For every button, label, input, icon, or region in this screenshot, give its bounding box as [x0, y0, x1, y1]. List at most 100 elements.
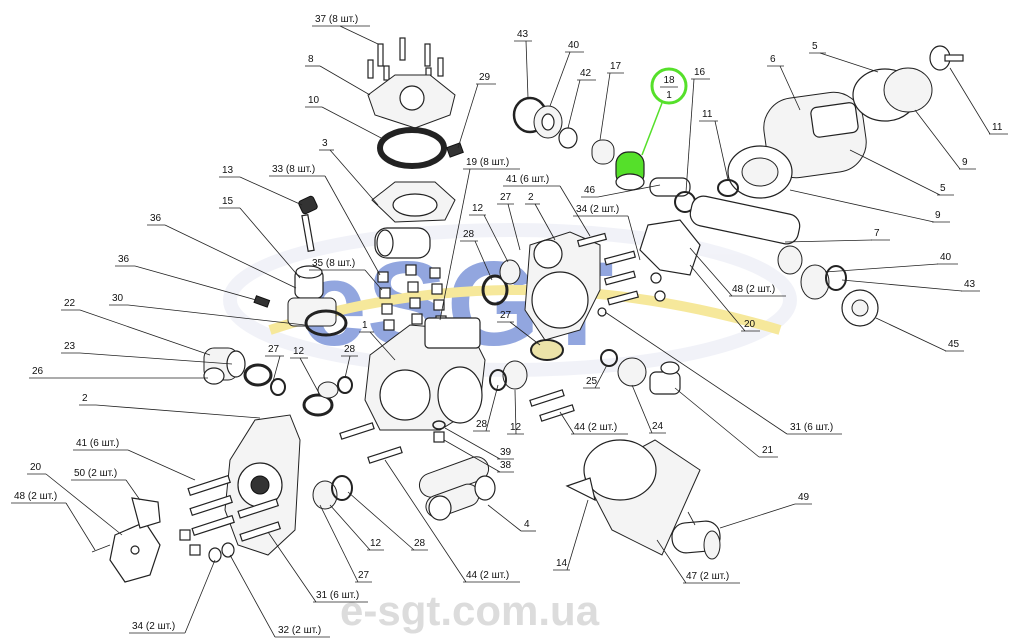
callout-37: 37 (8 шт.): [312, 14, 379, 45]
callout-24-label: 24: [652, 421, 664, 432]
callout-36a: 36: [147, 213, 297, 289]
part-nuts-31-right: [597, 272, 666, 317]
callout-42: 42: [567, 68, 596, 129]
callout-17-label: 17: [610, 61, 622, 72]
callout-27b: 27: [319, 504, 372, 583]
callout-28d-label: 28: [463, 229, 475, 240]
callout-48a-label: 48 (2 шт.): [14, 491, 57, 502]
callout-36b-label: 36: [118, 254, 130, 265]
callout-41b: 41 (6 шт.): [503, 174, 591, 237]
callout-13: 13: [219, 165, 303, 206]
callout-1-label: 1: [362, 320, 368, 331]
callout-19: 19 (8 шт.): [439, 157, 520, 321]
callout-23-label: 23: [64, 341, 76, 352]
callout-28a: 28: [341, 344, 358, 379]
part-17: [591, 139, 615, 165]
part-bearing-40-right: [800, 264, 847, 300]
callout-12b-label: 12: [370, 538, 382, 549]
callout-14-label: 14: [556, 558, 568, 569]
part-plate-20-left: [91, 497, 161, 583]
part-42: [558, 127, 578, 149]
callout-5a-label: 5: [812, 41, 818, 52]
callout-48b: 48 (2 шт.): [689, 247, 786, 297]
callout-30: 30: [109, 293, 306, 326]
callout-22-label: 22: [64, 298, 76, 309]
callout-17: 17: [599, 61, 624, 141]
callout-30-label: 30: [112, 293, 124, 304]
callout-34b: 34 (2 шт.): [573, 204, 641, 261]
callout-34b-label: 34 (2 шт.): [576, 204, 619, 215]
callout-16: 16: [685, 67, 710, 193]
part-cap-45: [841, 289, 879, 327]
part-studs-44-left: [339, 422, 403, 464]
callout-46: 46: [581, 184, 661, 198]
callout-27a-label: 27: [268, 344, 280, 355]
part-housing-6: [763, 91, 867, 179]
part-seals-right: [481, 259, 528, 391]
part-head-3: [371, 181, 456, 259]
callout-7-label: 7: [874, 228, 880, 239]
callout-27c: 27: [497, 310, 541, 346]
callout-44b: 44 (2 шт.): [559, 411, 628, 435]
callout-49-label: 49: [798, 492, 810, 503]
callout-38-label: 38: [500, 460, 512, 471]
part-washers-31-34-32: [179, 529, 235, 563]
callout-19-label: 19 (8 шт.): [466, 157, 509, 168]
callout-40a-label: 40: [568, 40, 580, 51]
part-bearing-40: [533, 105, 563, 139]
callout-12a-label: 12: [293, 346, 305, 357]
callout-5b-label: 5: [940, 183, 946, 194]
callout-12d-label: 12: [472, 203, 484, 214]
callout-28c-label: 28: [476, 419, 488, 430]
callout-2b-label: 2: [528, 192, 534, 203]
part-studs-44-right: [529, 389, 575, 422]
part-washer-11-right: [929, 45, 964, 71]
callout-24: 24: [631, 384, 666, 434]
callout-35: 35 (8 шт.): [309, 258, 383, 291]
callout-41a-label: 41 (6 шт.): [76, 438, 119, 449]
callout-23: 23: [61, 341, 233, 365]
callout-8: 8: [305, 54, 371, 96]
callout-40b: 40: [824, 252, 958, 273]
callout-20a: 20: [27, 462, 123, 536]
callout-26-label: 26: [32, 366, 44, 377]
callout-47-label: 47 (2 шт.): [686, 571, 729, 582]
callout-10: 10: [305, 95, 386, 141]
callout-5b: 5: [849, 149, 954, 196]
callout-11a: 11: [699, 109, 729, 181]
callout-31b: 31 (6 шт.): [604, 311, 842, 435]
callout-48a: 48 (2 шт.): [11, 491, 96, 551]
part-shaft-7: [689, 195, 803, 275]
callout-9a-label: 9: [962, 157, 968, 168]
callout-32: 32 (2 шт.): [229, 554, 330, 638]
part-funnel-14: [565, 439, 701, 556]
callout-41b-label: 41 (6 шт.): [506, 174, 549, 185]
callout-40a: 40: [549, 40, 584, 107]
part-seals-left: [302, 376, 353, 417]
callout-6: 6: [767, 54, 801, 111]
callout-15: 15: [219, 196, 301, 279]
callout-34a-label: 34 (2 шт.): [132, 621, 175, 632]
part-bolt-36: [253, 295, 271, 308]
callout-2a: 2: [79, 393, 261, 419]
callout-29-label: 29: [479, 72, 491, 83]
callout-27a: 27: [265, 344, 284, 386]
callout-43b: 43: [841, 279, 980, 292]
callout-39-label: 39: [500, 447, 512, 458]
callout-16-label: 16: [694, 67, 706, 78]
callout-31a: 31 (6 шт.): [267, 531, 368, 603]
callout-48b-label: 48 (2 шт.): [732, 284, 775, 295]
callout-43a: 43: [514, 29, 532, 99]
part-24-21: [617, 357, 681, 395]
callout-35-label: 35 (8 шт.): [312, 258, 355, 269]
part-25: [600, 349, 618, 367]
callout-12a: 12: [290, 346, 321, 396]
callout-28c: 28: [473, 384, 499, 432]
part-valve-body-15: [287, 265, 348, 337]
callout-28b-label: 28: [414, 538, 426, 549]
part-cover-2-right: [524, 231, 601, 361]
part-cover-8: [367, 74, 456, 129]
part-membrane-10: [377, 127, 447, 169]
callout-26: 26: [29, 366, 208, 379]
callout-13-label: 13: [222, 165, 234, 176]
